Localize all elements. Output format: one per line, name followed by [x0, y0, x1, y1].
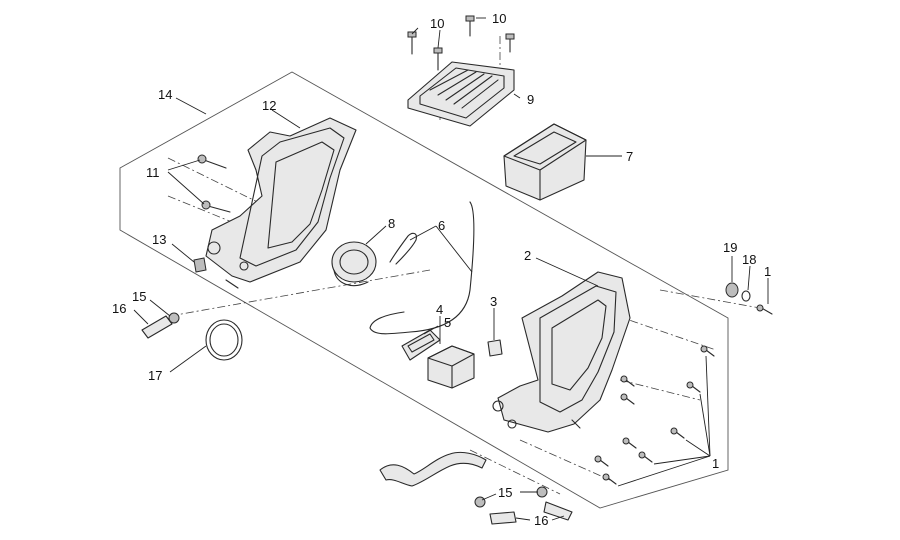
callout-14: 14	[158, 87, 172, 102]
callout-10: 10	[430, 16, 444, 31]
part-top-cover	[407, 61, 515, 127]
callout-19: 19	[723, 240, 737, 255]
callout-18: 18	[742, 252, 756, 267]
part-clip	[193, 257, 207, 273]
callout-13: 13	[152, 232, 166, 247]
callout-15: 15	[498, 485, 512, 500]
part-rubber-sleeve	[331, 241, 377, 287]
part-sponge-block	[427, 345, 475, 389]
part-hose-clamp	[205, 319, 243, 361]
part-gasket	[369, 201, 475, 335]
callout-5: 5	[444, 315, 451, 330]
callout-2: 2	[524, 248, 531, 263]
part-bracket	[487, 339, 503, 357]
callout-4: 4	[436, 302, 443, 317]
part-pins-bottom	[474, 486, 573, 525]
callout-8: 8	[388, 216, 395, 231]
callout-3: 3	[490, 294, 497, 309]
callout-10: 10	[492, 11, 506, 26]
callout-1: 1	[764, 264, 771, 279]
assembly-frame	[119, 71, 729, 509]
callout-12: 12	[262, 98, 276, 113]
part-left-housing	[205, 117, 357, 289]
callout-1: 1	[712, 456, 719, 471]
screw-icon	[197, 154, 231, 213]
callout-7: 7	[626, 149, 633, 164]
callout-17: 17	[148, 368, 162, 383]
leader-lines	[133, 17, 769, 521]
part-pin-left	[141, 312, 180, 339]
part-main-housing	[492, 271, 631, 433]
callout-labels: 10 10 9 7 14 12 11 13 8 6 2 19 18 1 15 1…	[112, 11, 771, 528]
callout-11: 11	[146, 165, 160, 180]
callout-6: 6	[438, 218, 445, 233]
screw-icon	[407, 15, 515, 71]
callout-16: 16	[112, 301, 126, 316]
callout-16: 16	[534, 513, 548, 528]
callout-15: 15	[132, 289, 146, 304]
callout-9: 9	[527, 92, 534, 107]
part-hose	[379, 451, 487, 487]
part-filter-element	[503, 123, 587, 201]
screw-icon	[594, 345, 715, 485]
washer-icon	[725, 282, 773, 315]
